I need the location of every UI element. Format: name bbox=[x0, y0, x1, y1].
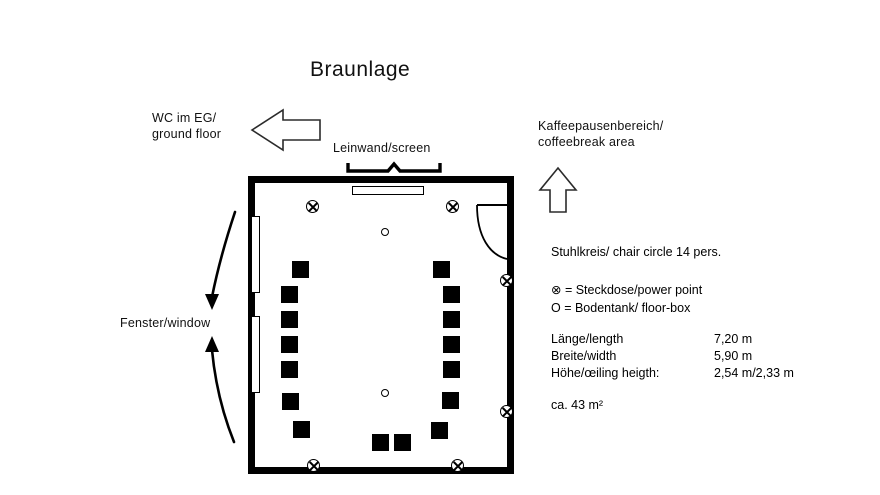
projection-screen bbox=[352, 186, 424, 195]
chair-2 bbox=[281, 286, 298, 303]
dimension-key: Breite/width bbox=[551, 349, 617, 363]
chair-5 bbox=[281, 361, 298, 378]
chair-8 bbox=[433, 261, 450, 278]
coffeebreak-area-label: Kaffeepausenbereich/ coffeebreak area bbox=[538, 119, 664, 149]
chair-15 bbox=[372, 434, 389, 451]
chair-16 bbox=[394, 434, 411, 451]
dimension-key: Länge/length bbox=[551, 332, 624, 346]
screen-label: Leinwand/screen bbox=[333, 141, 431, 155]
room-outline bbox=[248, 176, 514, 474]
floor-box-upper bbox=[381, 228, 389, 236]
chair-3 bbox=[281, 311, 298, 328]
chair-4 bbox=[281, 336, 298, 353]
table-row: Breite/width 5,90 m bbox=[551, 348, 794, 365]
chair-14 bbox=[431, 422, 448, 439]
power-point-top-left bbox=[306, 200, 319, 213]
chair-11 bbox=[443, 336, 460, 353]
chair-1 bbox=[292, 261, 309, 278]
power-point-right-upper bbox=[500, 274, 513, 287]
table-row: Höhe/œiling heigth: 2,54 m/2,33 m bbox=[551, 365, 794, 382]
chair-6 bbox=[282, 393, 299, 410]
chair-10 bbox=[443, 311, 460, 328]
chair-13 bbox=[442, 392, 459, 409]
dimensions-table: Länge/length 7,20 m Breite/width 5,90 m … bbox=[551, 331, 794, 382]
dimension-value: 7,20 m bbox=[714, 332, 753, 346]
legend-symbols: ⊗ = Steckdose/power point O = Bodentank/… bbox=[551, 281, 702, 317]
page-title: Braunlage bbox=[310, 58, 411, 81]
power-point-bottom-left bbox=[307, 459, 320, 472]
room-symbol-layer bbox=[255, 183, 521, 481]
window-upper bbox=[251, 216, 260, 293]
room-interior bbox=[251, 183, 513, 472]
dimension-value: 2,54 m/2,33 m bbox=[714, 366, 794, 380]
dimension-value: 5,90 m bbox=[714, 349, 753, 363]
room-area-value: ca. 43 m² bbox=[551, 398, 604, 412]
legend-chair-circle: Stuhlkreis/ chair circle 14 pers. bbox=[551, 245, 722, 259]
power-point-bottom-right bbox=[451, 459, 464, 472]
floor-box-lower bbox=[381, 389, 389, 397]
table-row: Länge/length 7,20 m bbox=[551, 331, 794, 348]
power-point-right-lower bbox=[500, 405, 513, 418]
legend-power-point: ⊗ = Steckdose/power point bbox=[551, 283, 703, 297]
chair-7 bbox=[293, 421, 310, 438]
power-point-top-right bbox=[446, 200, 459, 213]
dimension-key: Höhe/œiling heigth: bbox=[551, 366, 660, 380]
legend-floor-box: O = Bodentank/ floor-box bbox=[551, 301, 691, 315]
window-label: Fenster/window bbox=[120, 316, 211, 330]
chair-12 bbox=[443, 361, 460, 378]
window-lower bbox=[251, 316, 260, 393]
chair-9 bbox=[443, 286, 460, 303]
wc-ground-floor-label: WC im EG/ ground floor bbox=[152, 111, 222, 141]
